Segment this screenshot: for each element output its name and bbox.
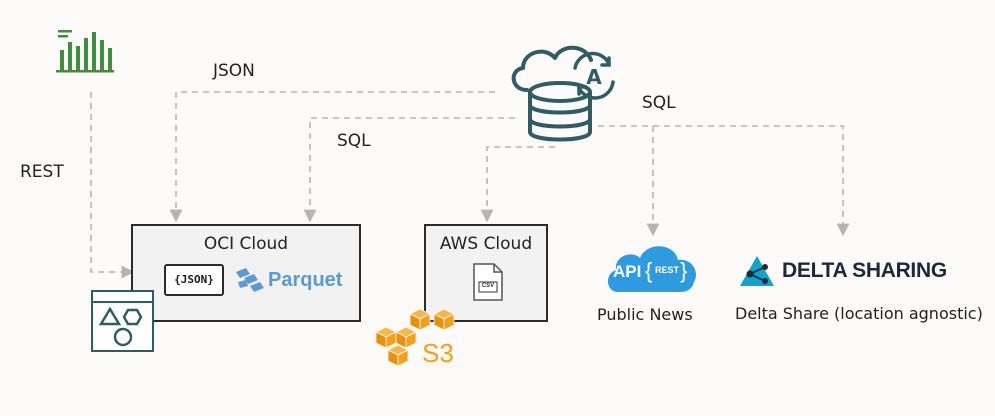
- s3-label: S3: [422, 338, 454, 368]
- rest-connector: [90, 92, 135, 279]
- rest-badge: REST: [655, 265, 680, 275]
- json-connector: [169, 91, 495, 223]
- parquet-logo: Parquet: [234, 264, 354, 298]
- s3-cube: [409, 308, 431, 331]
- brace-close-icon: }: [680, 258, 688, 283]
- parquet-label: Parquet: [268, 269, 343, 291]
- rest-label: REST: [20, 162, 64, 182]
- parquet-icon: [236, 268, 264, 292]
- autonomous-badge: A: [586, 65, 602, 89]
- csv-file-icon: CSV: [470, 262, 506, 302]
- sql-oci-connector: [303, 117, 515, 223]
- delta-sharing-text: DELTA SHARING: [782, 259, 947, 282]
- autonomous-database-icon: A: [505, 40, 625, 144]
- aws-cloud-title: AWS Cloud: [439, 234, 533, 254]
- json-label: JSON: [213, 61, 255, 81]
- api-rest-cloud-icon: API { REST }: [604, 238, 700, 298]
- sql-oci-label: SQL: [337, 131, 371, 151]
- csv-label: CSV: [481, 283, 495, 289]
- application-icon: [91, 290, 154, 352]
- s3-logo: S3: [374, 306, 464, 368]
- sql-right-label: SQL: [642, 93, 676, 113]
- bar-chart-icon: [56, 28, 116, 74]
- aws-connector: [480, 146, 555, 223]
- public-news-caption: Public News: [597, 305, 693, 324]
- right-connector: [598, 125, 850, 237]
- oci-cloud-box: OCI Cloud {JSON} Parquet: [131, 224, 361, 322]
- delta-sharing-icon: [740, 256, 774, 286]
- aws-cloud-box: AWS Cloud CSV: [424, 224, 548, 322]
- json-badge: {JSON}: [164, 264, 224, 296]
- brace-open-icon: {: [645, 258, 653, 283]
- oci-cloud-title: OCI Cloud: [203, 234, 289, 254]
- delta-sharing-logo: DELTA SHARING: [738, 253, 952, 291]
- delta-share-caption: Delta Share (location agnostic): [735, 304, 983, 323]
- api-label: API: [613, 262, 642, 281]
